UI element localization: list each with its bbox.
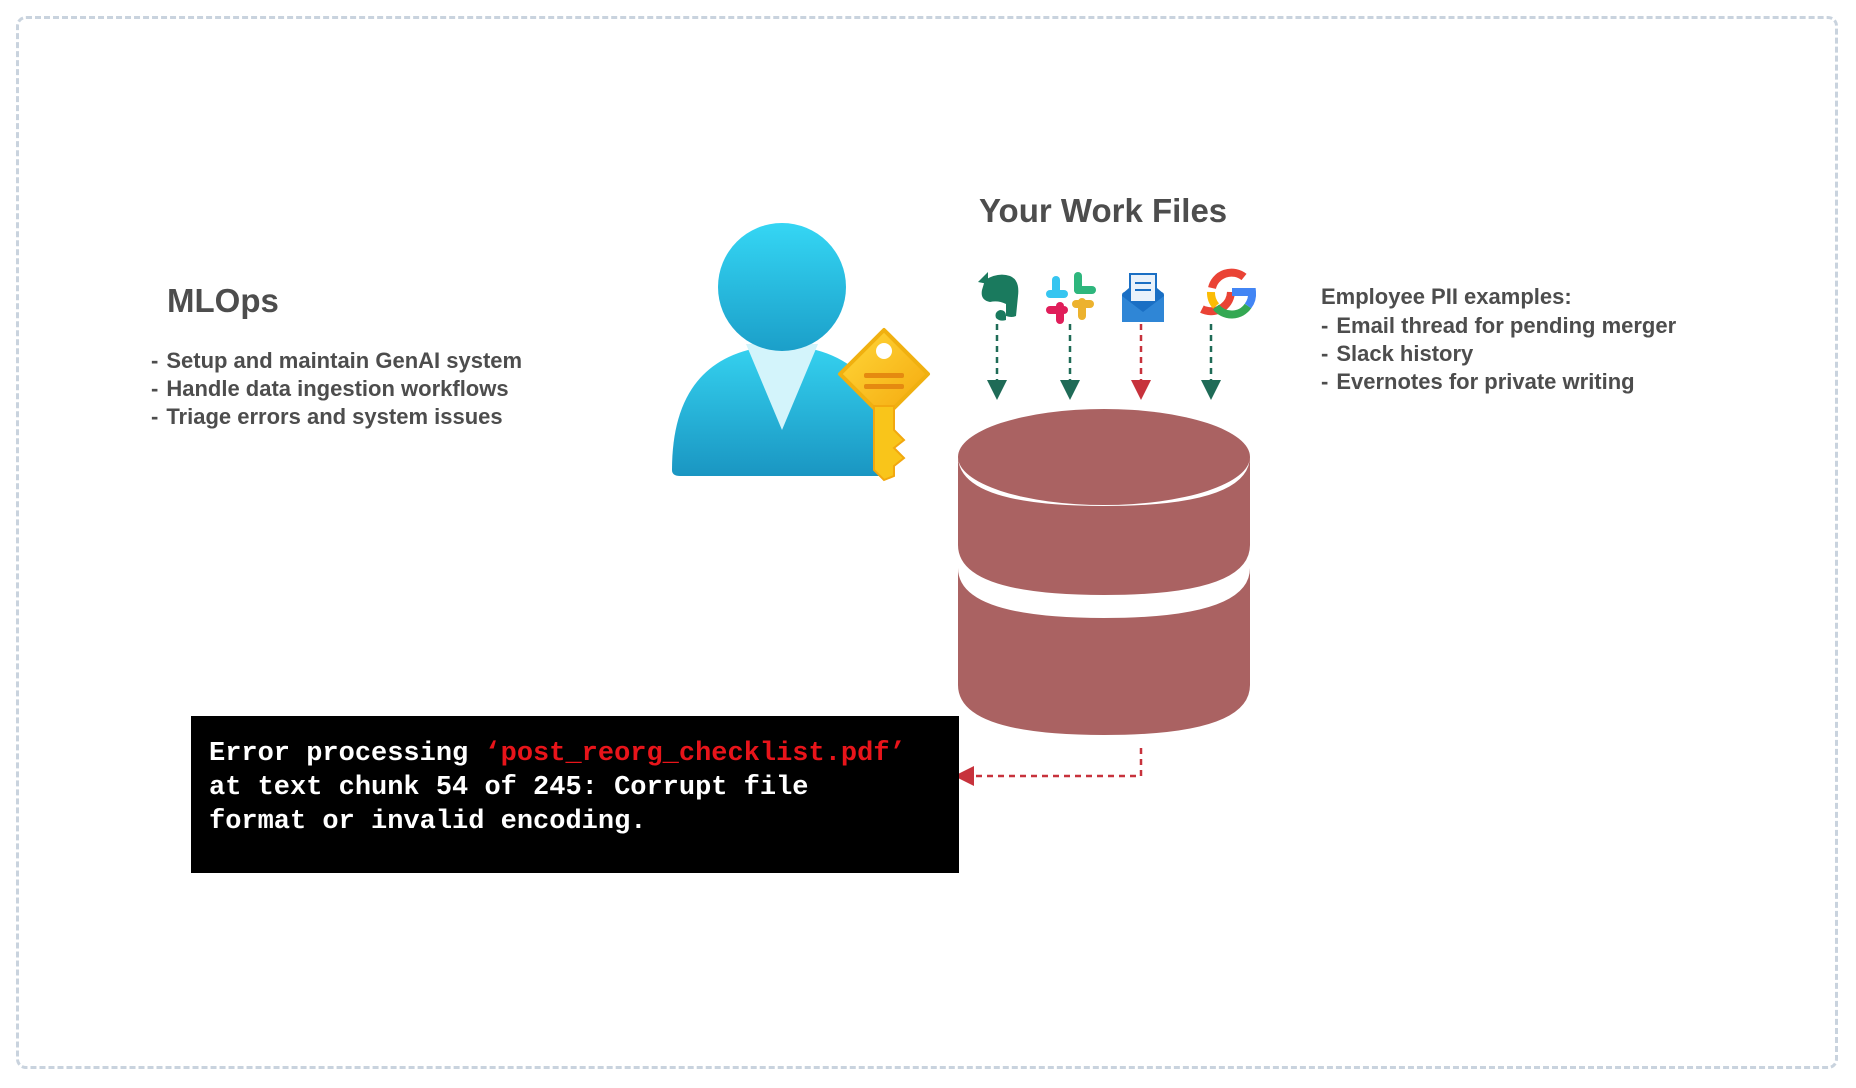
role-title: MLOps xyxy=(167,282,279,319)
list-item: -Email thread for pending merger xyxy=(1321,313,1677,338)
pii-title: Employee PII examples: xyxy=(1321,284,1572,309)
mail-icon xyxy=(1122,273,1164,322)
error-message-box: Error processing ‘post_reorg_checklist.p… xyxy=(191,716,959,873)
list-item: -Triage errors and system issues xyxy=(151,404,503,429)
error-connector-arrow xyxy=(954,748,1143,786)
diagram-frame xyxy=(16,16,1838,1069)
error-line-2: at text chunk 54 of 245: Corrupt file xyxy=(209,773,809,803)
evernote-icon xyxy=(978,272,1019,321)
list-item: -Evernotes for private writing xyxy=(1321,369,1635,394)
key-icon xyxy=(838,328,930,482)
database-icon xyxy=(958,409,1250,735)
google-icon xyxy=(1187,267,1257,319)
error-prefix: Error processing xyxy=(209,739,485,769)
source-arrows xyxy=(987,324,1221,400)
error-filename: ‘post_reorg_checklist.pdf’ xyxy=(484,739,906,769)
slack-icon xyxy=(1046,272,1096,324)
user-icon xyxy=(672,223,892,476)
role-responsibilities: -Setup and maintain GenAI system -Handle… xyxy=(151,347,522,431)
work-files-title: Your Work Files xyxy=(979,192,1228,229)
error-line-3: format or invalid encoding. xyxy=(209,807,647,837)
list-item: -Setup and maintain GenAI system xyxy=(151,348,523,373)
list-item: -Handle data ingestion workflows xyxy=(151,376,509,401)
pii-examples: -Email thread for pending merger -Slack … xyxy=(1321,312,1676,396)
list-item: -Slack history xyxy=(1321,341,1474,366)
